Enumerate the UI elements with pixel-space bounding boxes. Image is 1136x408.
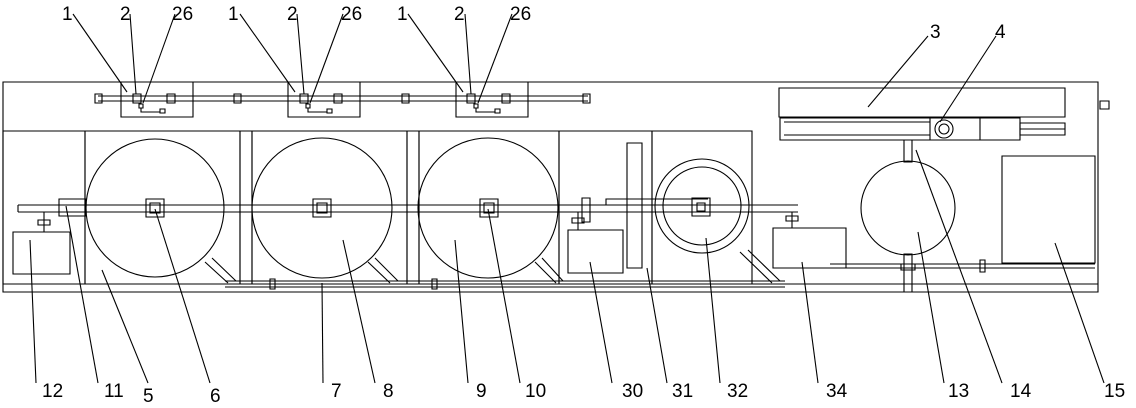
label-2-c: 2 — [454, 4, 465, 25]
label-9: 9 — [476, 381, 487, 402]
main-pipe-11 — [18, 199, 798, 216]
label-7: 7 — [331, 381, 342, 402]
drum-hubs — [146, 198, 710, 217]
carriage-unit-1 — [121, 82, 193, 117]
label-1-c: 1 — [397, 4, 408, 25]
label-3: 3 — [930, 22, 941, 43]
label-12: 12 — [42, 381, 63, 402]
label-26-b: 26 — [341, 4, 362, 25]
label-10: 10 — [525, 381, 546, 402]
roller-4 — [930, 118, 980, 140]
vessel-13 — [861, 161, 955, 255]
label-31: 31 — [672, 381, 693, 402]
label-1-a: 1 — [62, 4, 73, 25]
label-26-a: 26 — [172, 4, 193, 25]
tank-12 — [13, 212, 70, 274]
tank-34 — [773, 212, 846, 268]
label-26-c: 26 — [510, 4, 531, 25]
label-8: 8 — [383, 381, 394, 402]
label-34: 34 — [826, 381, 848, 402]
leader-lines — [30, 14, 1104, 383]
label-14: 14 — [1010, 381, 1032, 402]
label-1-b: 1 — [228, 4, 239, 25]
drain-lines-7 — [205, 250, 785, 289]
label-11: 11 — [104, 381, 124, 402]
carriage-unit-3 — [456, 82, 528, 117]
label-2-a: 2 — [120, 4, 131, 25]
label-4: 4 — [995, 22, 1006, 43]
label-group: 1 2 26 1 2 26 1 2 26 3 4 12 11 5 6 7 8 9… — [42, 4, 1125, 407]
main-frame — [3, 82, 1098, 292]
carriage-unit-2 — [288, 82, 360, 117]
drum-9 — [418, 138, 558, 278]
label-15: 15 — [1104, 381, 1125, 402]
conveyor-3 — [779, 88, 1109, 140]
label-13: 13 — [948, 381, 969, 402]
cabinet-15 — [1002, 156, 1095, 263]
label-30: 30 — [622, 381, 643, 402]
label-32: 32 — [727, 381, 748, 402]
drum-8 — [252, 138, 392, 278]
column-14 — [901, 140, 915, 292]
top-rail — [95, 94, 590, 103]
label-5: 5 — [143, 386, 154, 407]
outlet-pipe — [830, 260, 1095, 272]
label-6: 6 — [210, 386, 221, 407]
drum-32 — [655, 159, 749, 253]
drum-6 — [86, 139, 224, 277]
label-2-b: 2 — [287, 4, 298, 25]
tank-30 — [568, 198, 623, 273]
